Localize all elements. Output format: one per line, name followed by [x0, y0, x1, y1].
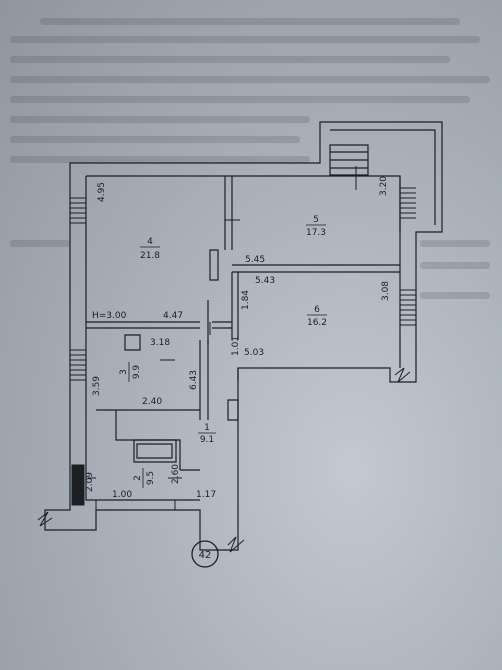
dim-3-20: 3.20	[379, 176, 389, 196]
svg-text:5: 5	[313, 215, 319, 225]
dim-3-59: 3.59	[92, 376, 102, 396]
dim-3-18: 3.18	[150, 338, 170, 348]
svg-text:16.2: 16.2	[307, 318, 327, 328]
dim-4-95: 4.95	[97, 182, 107, 202]
dimension-ticks	[88, 166, 357, 510]
dim-3-08: 3.08	[381, 281, 391, 301]
dim-2-60: 2.60	[171, 464, 181, 484]
svg-text:4: 4	[147, 237, 153, 247]
room-3-label: 3 9.9	[119, 362, 142, 382]
dim-5-45: 5.45	[245, 255, 265, 265]
dim-6-43: 6.43	[189, 370, 199, 390]
svg-text:17.3: 17.3	[306, 228, 326, 238]
dim-4-47: 4.47	[163, 311, 183, 321]
dim-5-43: 5.43	[255, 276, 275, 286]
room-1-label: 1 9.1	[198, 423, 216, 445]
room-2-label: 2 9.5	[133, 468, 156, 488]
dim-2-40: 2.40	[142, 397, 162, 407]
dim-h-3-00: H=3.00	[92, 311, 127, 321]
svg-text:42: 42	[199, 550, 212, 561]
building-number-badge: 42	[191, 540, 219, 568]
svg-text:9.5: 9.5	[146, 471, 156, 485]
svg-text:21.8: 21.8	[140, 251, 160, 261]
svg-text:9.9: 9.9	[132, 365, 142, 380]
dim-2-09: 2.09	[85, 472, 95, 492]
dim-1-01: 1.01	[231, 336, 241, 356]
room-4-label: 4 21.8	[140, 237, 160, 261]
svg-text:3: 3	[119, 369, 129, 375]
outer-wall-inner	[85, 175, 401, 501]
svg-text:6: 6	[314, 305, 320, 315]
svg-text:1: 1	[204, 423, 210, 433]
svg-text:2: 2	[133, 475, 143, 481]
break-lines	[37, 367, 411, 553]
dim-1-84: 1.84	[241, 290, 251, 310]
balcony	[330, 129, 436, 232]
windows-left	[70, 197, 86, 506]
vent-shaft	[329, 144, 369, 176]
svg-text:9.1: 9.1	[200, 435, 214, 445]
interior-walls	[86, 176, 400, 471]
dim-5-03: 5.03	[244, 348, 264, 358]
windows-right	[400, 187, 416, 326]
bleed-through-text	[0, 0, 502, 299]
dim-1-17: 1.17	[196, 490, 216, 500]
room-6-label: 6 16.2	[307, 305, 327, 328]
dim-1-00: 1.00	[112, 490, 132, 500]
room-5-label: 5 17.3	[306, 215, 326, 238]
